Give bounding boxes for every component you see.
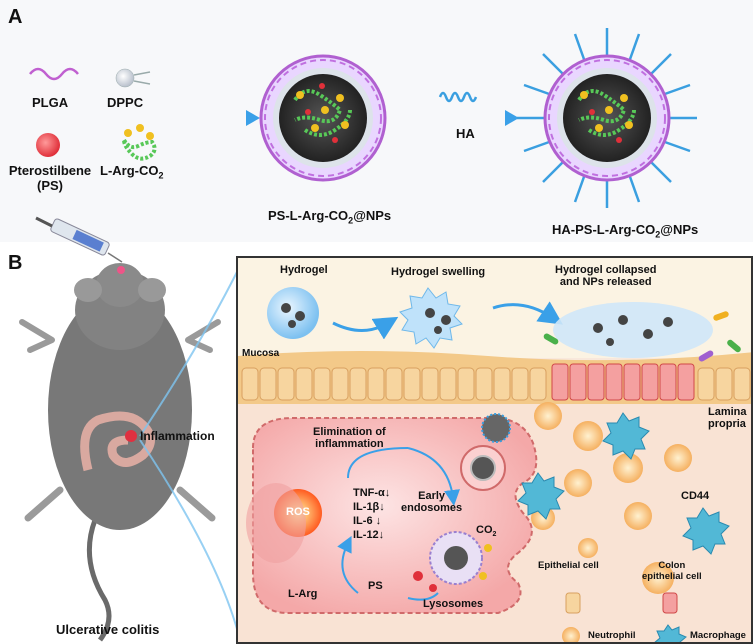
pterostilbene-label: Pterostilbene(PS) — [8, 163, 92, 193]
panel-b-letter: B — [8, 252, 23, 274]
macrophage-cells — [517, 412, 730, 555]
plga-label: PLGA — [32, 95, 69, 110]
inflammation-spot — [125, 430, 137, 442]
mechanism-panel: Hydrogel Hydrogel swelling Hydrogel coll… — [236, 256, 753, 644]
ros-label: ROS — [286, 506, 310, 518]
inflammation-label: Inflammation — [140, 429, 215, 443]
larg-co2-label: L-Arg-CO2 — [100, 163, 164, 181]
collapsed-hydrogel — [553, 302, 713, 358]
ha-label: HA — [456, 126, 475, 141]
mucosa-label: Mucosa — [242, 348, 280, 359]
neutrophil-cells — [531, 402, 692, 594]
lysosomes-label: Lysosomes — [423, 598, 484, 610]
mechanism-graphics — [238, 258, 751, 642]
cd44-label: CD44 — [681, 490, 710, 502]
ps-label: PS — [368, 580, 383, 592]
mouse-illustration — [19, 263, 221, 642]
macrophage-legend-icon — [654, 624, 687, 642]
colon-illustration — [80, 411, 155, 472]
epithelial-cell-icon — [565, 592, 581, 614]
syringe-icon — [35, 216, 123, 263]
np1-label: PS-L-Arg-CO2@NPs — [268, 208, 392, 226]
dppc-label: DPPC — [107, 95, 144, 110]
epithelial-cell-label: Epithelial cell — [538, 560, 599, 571]
hydrogel-swollen — [399, 287, 463, 349]
neutrophil-legend-icon — [562, 627, 580, 642]
np2-label: HA-PS-L-Arg-CO2@NPs — [552, 222, 699, 240]
ulcerative-colitis-label: Ulcerative colitis — [56, 622, 160, 637]
plga-icon — [29, 67, 79, 81]
colon-epithelial-icon — [662, 592, 678, 614]
panel-a-letter: A — [8, 6, 23, 28]
larg-co2-icon — [122, 124, 157, 161]
hydrogel-label: Hydrogel — [280, 264, 328, 276]
co2-label: CO2 — [476, 524, 497, 539]
cytokines-label: TNF-α↓IL-1β↓ IL-6 ↓IL-12↓ — [353, 487, 391, 541]
hydrogel-sphere — [267, 287, 319, 339]
macrophage-label: Macrophage — [690, 630, 746, 641]
pterostilbene-icon — [36, 133, 60, 157]
ha-icon — [438, 91, 478, 103]
larg-label: L-Arg — [288, 588, 318, 600]
np2-illustration — [517, 28, 697, 208]
np1-illustration — [259, 54, 387, 182]
hydrogel-swelling-label: Hydrogel swelling — [391, 266, 486, 278]
dppc-icon — [115, 68, 135, 88]
neutrophil-label: Neutrophil — [588, 630, 636, 641]
